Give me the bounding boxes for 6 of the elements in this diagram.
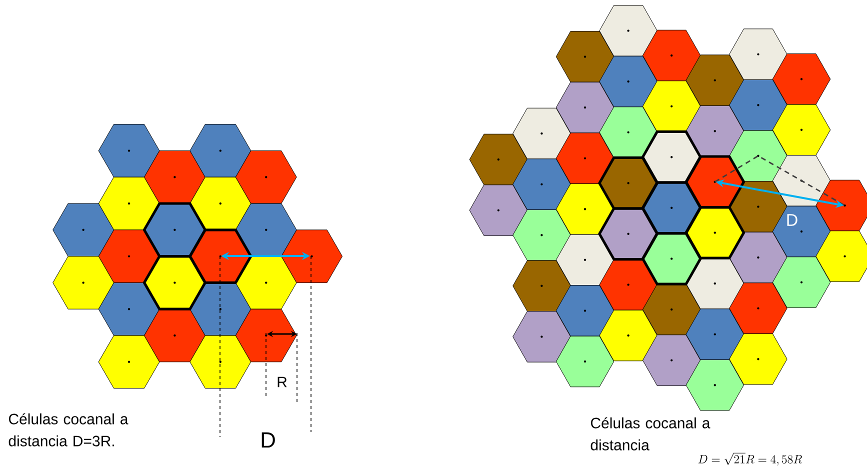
caption: Células cocanal a distancia D=3R. <box>8 413 128 446</box>
dimension-label: D <box>262 432 275 448</box>
dimension-label: R <box>278 376 287 388</box>
caption: Células cocanal a distancia <box>590 417 710 450</box>
formula: $D=\sqrt{21}R=4,58R$ <box>698 452 802 466</box>
dimension-label: D <box>787 214 798 226</box>
